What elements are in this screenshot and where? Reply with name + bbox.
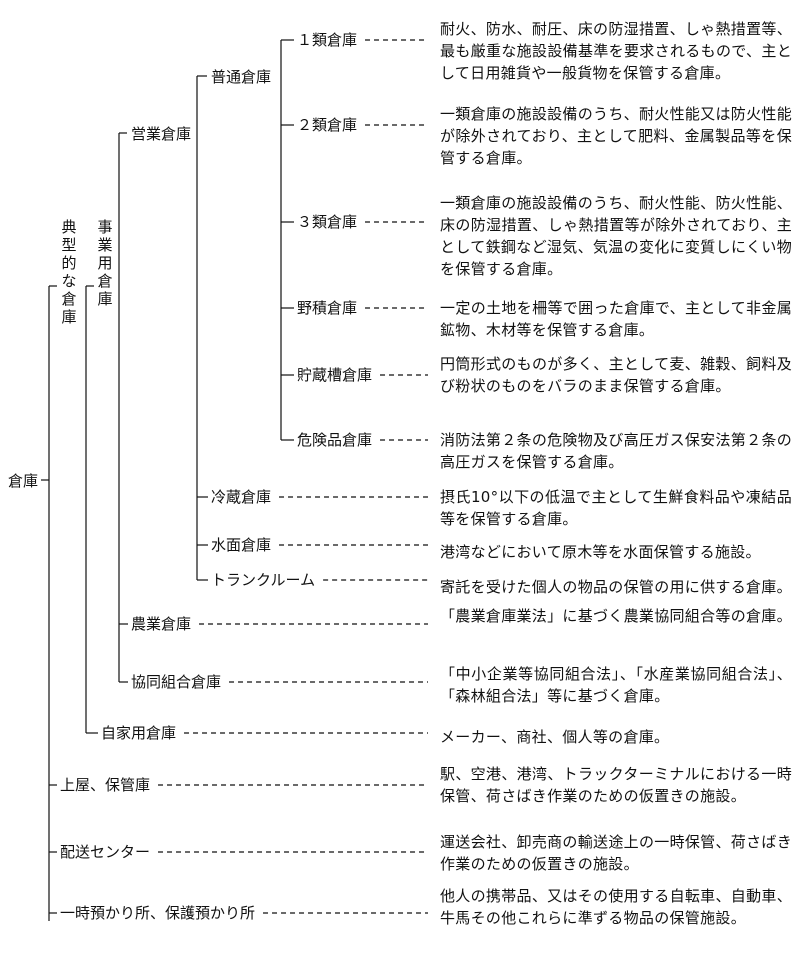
item-label: ３類倉庫 xyxy=(297,213,358,231)
item-description: 「農業倉庫業法」に基づく農業協同組合等の倉庫。 xyxy=(440,607,792,625)
item-label: 協同組合倉庫 xyxy=(131,673,222,691)
group-commercial-warehouse: 営業倉庫 xyxy=(131,125,192,143)
item-description: 港湾などにおいて原木等を水面保管する施設。 xyxy=(440,543,761,561)
item-description: 一類倉庫の施設設備のうち、耐火性能又は防火性能が除外されており、主として肥料、金… xyxy=(440,105,792,167)
item-description: 摂氏10°以下の低温で主として生鮮食料品や凍結品等を保管する倉庫。 xyxy=(440,488,792,528)
item-label: 上屋、保管庫 xyxy=(60,776,151,794)
item-label: 冷蔵倉庫 xyxy=(211,488,272,506)
item-description: 耐火、防水、耐圧、床の防湿措置、しゃ熱措置等、最も厳重な施設設備基準を要求される… xyxy=(440,20,792,82)
item-label: 農業倉庫 xyxy=(131,615,192,633)
item-label: 貯蔵槽倉庫 xyxy=(297,366,373,384)
item-description: 一定の土地を柵等で囲った倉庫で、主として非金属鉱物、木材等を保管する倉庫。 xyxy=(440,299,792,339)
item-description: 駅、空港、港湾、トラックターミナルにおける一時保管、荷さばき作業のための仮置きの… xyxy=(440,765,792,805)
item-description: 「中小企業等協同組合法」、「水産業協同組合法」、「森林組合法」等に基づく倉庫。 xyxy=(440,665,792,705)
item-description: メーカー、商社、個人等の倉庫。 xyxy=(440,728,670,746)
item-label: １類倉庫 xyxy=(297,31,358,49)
group-typical-warehouse: 典型的な倉庫 xyxy=(61,218,77,326)
item-description: 寄託を受けた個人の物品の保管の用に供する倉庫。 xyxy=(440,578,792,596)
item-description: 一類倉庫の施設設備のうち、耐火性能、防火性能、床の防湿措置、しゃ熱措置等が除外さ… xyxy=(440,194,792,278)
item-label: トランクルーム xyxy=(211,571,316,589)
item-description: 消防法第２条の危険物及び高圧ガス保安法第２条の高圧ガスを保管する倉庫。 xyxy=(440,431,792,471)
group-ordinary-warehouse: 普通倉庫 xyxy=(211,68,272,86)
group-business-warehouse: 事業用倉庫 xyxy=(97,218,113,308)
item-label: 野積倉庫 xyxy=(297,299,358,317)
item-label: 水面倉庫 xyxy=(211,536,272,554)
item-description: 運送会社、卸売商の輸送途上の一時保管、荷さばき作業のための仮置きの施設。 xyxy=(440,833,792,873)
item-label: ２類倉庫 xyxy=(297,116,358,134)
item-description: 円筒形式のものが多く、主として麦、雑穀、飼料及び粉状のものをバラのまま保管する倉… xyxy=(440,355,792,395)
item-label: 配送センター xyxy=(60,843,151,861)
item-label: 自家用倉庫 xyxy=(101,724,177,742)
item-description: 他人の携帯品、又はその使用する自転車、自動車、牛馬その他これらに準ずる物品の保管… xyxy=(440,887,792,927)
item-label: 危険品倉庫 xyxy=(297,431,373,449)
root-label: 倉庫 xyxy=(8,472,39,490)
item-label: 一時預かり所、保護預かり所 xyxy=(60,904,256,922)
